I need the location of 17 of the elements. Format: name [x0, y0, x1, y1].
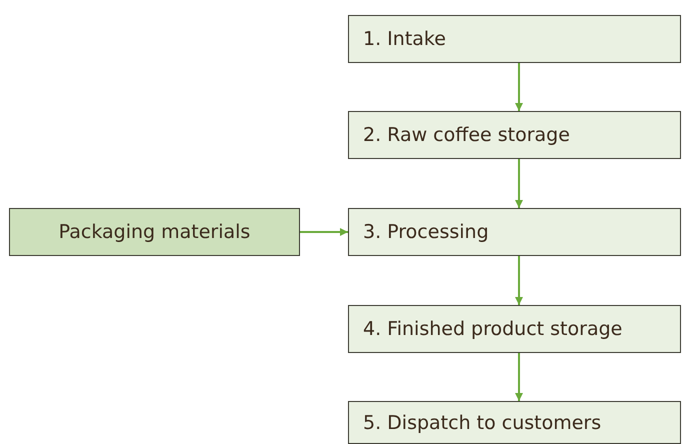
process-box [348, 305, 681, 353]
process-box [348, 208, 681, 256]
arrow [300, 228, 348, 236]
arrow [515, 63, 523, 111]
box-label: 2. Raw coffee storage [363, 124, 570, 146]
process-box [348, 15, 681, 63]
process-box [348, 401, 681, 444]
process-box [348, 111, 681, 159]
arrow [515, 159, 523, 208]
box-label: 5. Dispatch to customers [363, 412, 602, 434]
arrow [515, 256, 523, 305]
box-label: Packaging materials [58, 221, 250, 243]
box-label: 4. Finished product storage [363, 318, 622, 340]
arrow [515, 353, 523, 401]
box-label: 1. Intake [363, 28, 446, 50]
input-box [9, 208, 300, 256]
box-label: 3. Processing [363, 221, 489, 243]
